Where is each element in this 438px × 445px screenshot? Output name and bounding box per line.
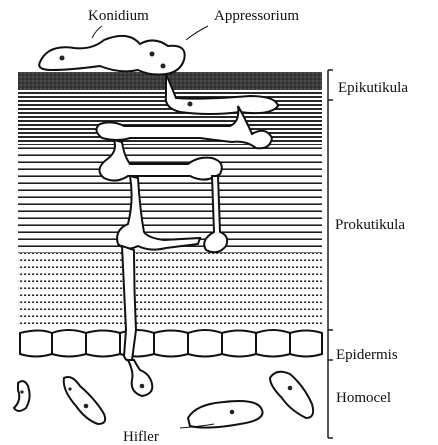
homocel-label: Homocel xyxy=(336,390,391,406)
procuticle-endocuticle xyxy=(18,145,322,253)
hyphal-bodies xyxy=(14,360,313,428)
layer-brackets xyxy=(328,70,333,438)
epidermis-label: Epidermis xyxy=(336,347,398,363)
appressorium-label: Appressorium xyxy=(214,8,299,24)
prokutikula-label: Prokutikula xyxy=(335,217,405,233)
conidium xyxy=(39,36,184,75)
hifler-label: Hifler xyxy=(123,429,159,445)
epikutikula-label: Epikutikula xyxy=(338,80,408,96)
konidium-label: Konidium xyxy=(88,8,149,24)
epidermis-cells xyxy=(20,330,322,357)
procuticle-inner-dotted xyxy=(18,253,322,325)
